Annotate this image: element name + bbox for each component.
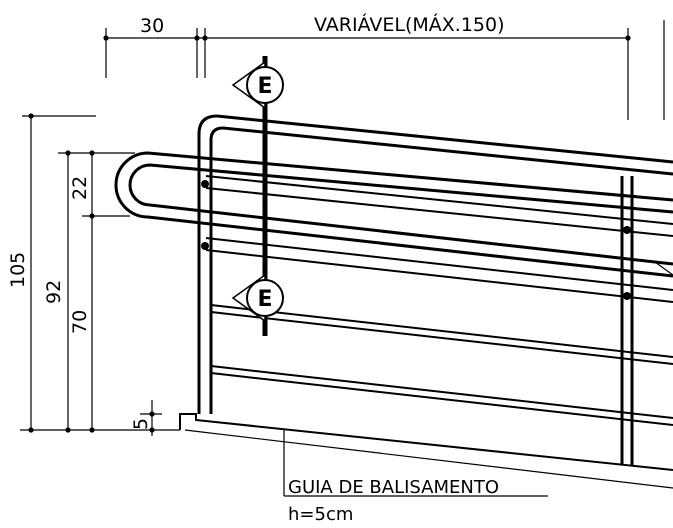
handrail-outer bbox=[114, 151, 673, 278]
bracket-bolt bbox=[623, 292, 631, 300]
posts-group bbox=[197, 114, 634, 465]
ground-curb-group bbox=[179, 413, 673, 497]
dim-label-30: 30 bbox=[140, 15, 164, 37]
dim-dot bbox=[149, 427, 155, 433]
dim-label-70: 70 bbox=[69, 310, 91, 334]
section-circle-lower bbox=[246, 279, 284, 317]
dim-dot bbox=[149, 411, 155, 417]
dim-dot bbox=[89, 150, 95, 156]
bracket-bolt bbox=[201, 180, 209, 188]
dim-label-92: 92 bbox=[43, 280, 65, 304]
left-post-outer bbox=[197, 114, 218, 414]
dim-dot bbox=[89, 213, 95, 219]
handrail-bracket-line-b bbox=[205, 187, 673, 237]
section-mark-lower: E bbox=[257, 287, 272, 312]
mid-bar-2-top bbox=[210, 365, 673, 419]
dim-dot bbox=[194, 35, 200, 41]
dim-dot bbox=[625, 35, 631, 41]
handrail-end-line bbox=[654, 261, 673, 276]
dim-label-5: 5 bbox=[130, 418, 152, 430]
handrail-bracket-line-c bbox=[205, 237, 673, 291]
mid-bar-1-top bbox=[210, 304, 673, 358]
left-post-inner bbox=[209, 126, 224, 414]
ramp-surface-line bbox=[184, 429, 673, 489]
mid-bar-2-bottom bbox=[210, 372, 673, 426]
top-dimension-group: 30 VARIÁVEL(MÁX.150) bbox=[103, 13, 665, 120]
section-mark-upper: E bbox=[257, 74, 272, 99]
bracket-bolt bbox=[623, 226, 631, 234]
note-group: GUIA DE BALISAMENTO h=5cm bbox=[288, 477, 499, 525]
section-circle-upper bbox=[246, 66, 284, 104]
dim-dot bbox=[65, 150, 71, 156]
section-cut-group: E E bbox=[231, 56, 284, 336]
left-dimension-group: 105 92 22 70 5 bbox=[7, 113, 180, 436]
top-rail-inner bbox=[222, 126, 673, 176]
dim-label-variavel: VARIÁVEL(MÁX.150) bbox=[314, 13, 505, 36]
note-subtitle: h=5cm bbox=[288, 504, 353, 525]
dim-label-22: 22 bbox=[69, 176, 91, 200]
mid-bar-1-bottom bbox=[210, 311, 673, 365]
handrail-bracket-line-d bbox=[205, 249, 673, 303]
top-rail-outer bbox=[216, 114, 673, 164]
top-rail-group bbox=[216, 114, 673, 176]
note-title: GUIA DE BALISAMENTO bbox=[288, 477, 499, 498]
intermediate-bars-group bbox=[210, 304, 673, 426]
dim-dot bbox=[202, 35, 208, 41]
curb-outline bbox=[179, 413, 673, 471]
handrail-group bbox=[114, 151, 673, 303]
handrail-inner bbox=[128, 163, 673, 266]
dim-dot bbox=[103, 35, 109, 41]
bracket-bolt bbox=[201, 242, 209, 250]
dim-label-105: 105 bbox=[7, 252, 29, 288]
dim-dot bbox=[28, 113, 34, 119]
handrail-bracket-line-a bbox=[205, 175, 673, 225]
